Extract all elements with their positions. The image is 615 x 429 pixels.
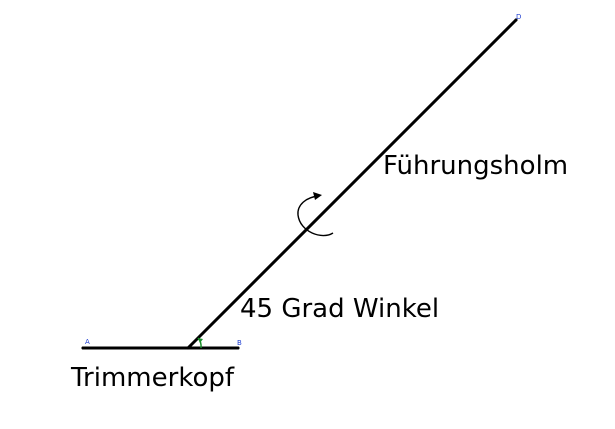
label-head: Trimmerkopf (70, 363, 235, 393)
point-d (514, 18, 518, 22)
rotation-arrow-icon (297, 195, 334, 237)
label-angle: 45 Grad Winkel (240, 294, 439, 324)
point-a (81, 346, 85, 350)
point-label-d: D (516, 13, 521, 21)
point-label-b: B (237, 339, 242, 347)
rotation-arrowhead-icon (313, 192, 322, 200)
point-b (236, 346, 240, 350)
label-shaft: Führungsholm (383, 151, 568, 181)
angle-arrowhead (198, 338, 203, 343)
segment-shaft (186, 18, 518, 350)
point-label-a: A (85, 338, 90, 346)
